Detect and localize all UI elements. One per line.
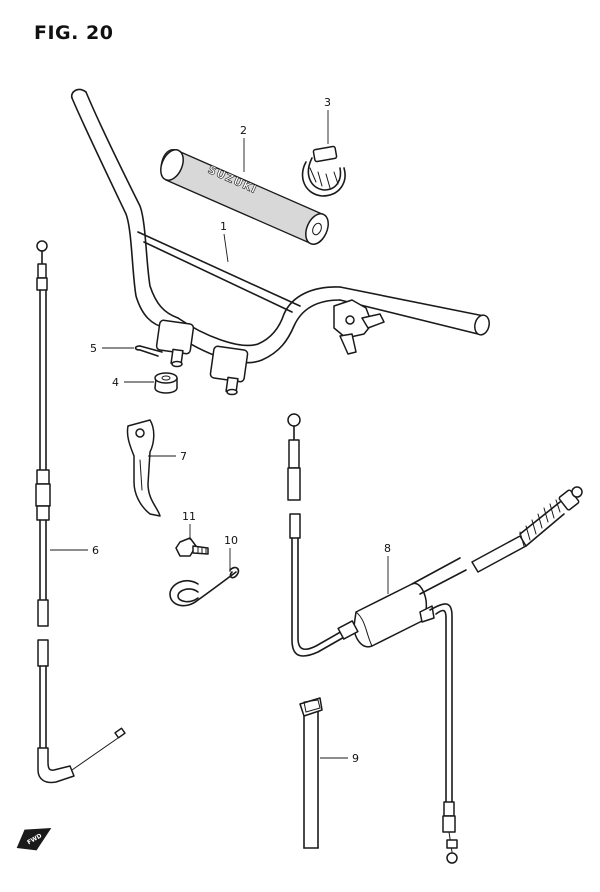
callout-5: 5: [90, 342, 97, 355]
callout-3: 3: [324, 96, 331, 109]
callout-7: 7: [180, 450, 187, 463]
figure-title: FIG. 20: [34, 22, 114, 44]
nut: [154, 372, 178, 394]
callout-9: 9: [352, 752, 359, 765]
callout-1: 1: [220, 220, 227, 233]
pad-strap: [301, 145, 346, 197]
callout-8: 8: [384, 542, 391, 555]
callout-4: 4: [112, 376, 119, 389]
handlebar: [70, 88, 490, 396]
leader-lines: [50, 110, 389, 759]
callout-labels: 1 2 3 4 5 6 7 8 9 10 11: [90, 96, 391, 765]
callout-11: 11: [182, 510, 196, 523]
fwd-arrow-icon: FWD: [16, 828, 52, 851]
callout-10: 10: [224, 534, 238, 547]
wire-clamp: [169, 566, 240, 607]
cable-protector: [299, 697, 323, 849]
callout-6: 6: [92, 544, 99, 557]
bolt: [175, 537, 209, 557]
bracket: [126, 419, 161, 517]
cotter-pin: [134, 345, 163, 357]
cable-b: [287, 413, 583, 864]
callout-2: 2: [240, 124, 247, 137]
cable-a: [35, 240, 126, 784]
